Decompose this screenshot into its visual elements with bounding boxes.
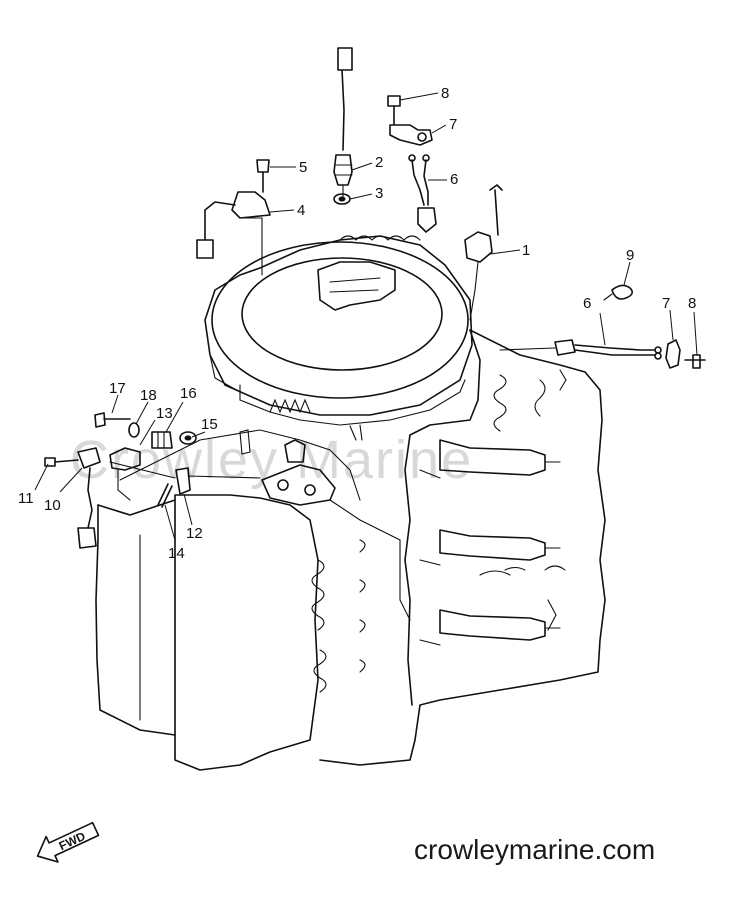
part-7-clamp-upper bbox=[389, 124, 433, 146]
part-1-knob bbox=[464, 184, 503, 321]
callout-17: 17 bbox=[109, 380, 126, 397]
callout-11: 11 bbox=[18, 490, 34, 507]
callout-8-upper: 8 bbox=[441, 85, 449, 102]
part-6-switch-right bbox=[499, 339, 662, 360]
part-2-sensor bbox=[333, 47, 353, 201]
watermark: Crowley Marine bbox=[70, 430, 473, 490]
callout-18: 18 bbox=[140, 387, 157, 404]
callout-15: 15 bbox=[201, 416, 218, 433]
callout-9: 9 bbox=[626, 247, 634, 264]
part-10-sensor bbox=[77, 447, 101, 549]
part-12-clip bbox=[109, 461, 261, 495]
cylinder-ribs bbox=[419, 439, 566, 646]
callout-6-upper: 6 bbox=[450, 171, 458, 188]
callout-5: 5 bbox=[299, 159, 307, 176]
callout-4: 4 bbox=[297, 202, 305, 219]
callout-13: 13 bbox=[156, 405, 173, 422]
part-3-washer bbox=[333, 193, 351, 205]
linkage-plate bbox=[239, 429, 336, 506]
site-label: crowleymarine.com bbox=[414, 834, 656, 865]
part-6-switch-upper bbox=[408, 154, 437, 233]
part-11-screw bbox=[44, 457, 79, 467]
fwd-label: FWD bbox=[57, 829, 88, 853]
callout-6-right: 6 bbox=[583, 295, 591, 312]
lower-casing bbox=[95, 429, 411, 771]
part-17-bolt bbox=[94, 412, 131, 428]
part-14-pin bbox=[157, 483, 173, 508]
part-9-clip bbox=[603, 284, 634, 301]
leader-lines bbox=[34, 92, 698, 541]
part-13-bracket bbox=[109, 447, 141, 501]
callout-7-right: 7 bbox=[662, 295, 670, 312]
callout-16: 16 bbox=[180, 385, 197, 402]
callout-10: 10 bbox=[44, 497, 61, 514]
part-16-bushing bbox=[151, 431, 173, 449]
callout-7-upper: 7 bbox=[449, 116, 457, 133]
callout-8-right: 8 bbox=[688, 295, 696, 312]
callout-labels: 1 2 3 4 5 6 6 7 7 8 8 9 10 11 12 13 14 1… bbox=[18, 85, 696, 562]
part-18-washer bbox=[128, 422, 140, 438]
part-8-screw-upper bbox=[387, 95, 401, 125]
part-7-clamp-right bbox=[665, 339, 681, 369]
callout-12: 12 bbox=[186, 525, 203, 542]
engine-block bbox=[95, 235, 606, 771]
part-5-screw bbox=[256, 159, 270, 193]
callout-14: 14 bbox=[168, 545, 185, 562]
callout-3: 3 bbox=[375, 185, 383, 202]
callout-1: 1 bbox=[522, 242, 530, 259]
part-4-bracket bbox=[196, 191, 271, 276]
part-8-screw-right bbox=[684, 354, 706, 369]
part-15-grommet bbox=[179, 431, 197, 445]
callout-2: 2 bbox=[375, 154, 383, 171]
fwd-arrow-icon: FWD bbox=[36, 821, 100, 863]
flywheel-cover bbox=[204, 235, 473, 441]
